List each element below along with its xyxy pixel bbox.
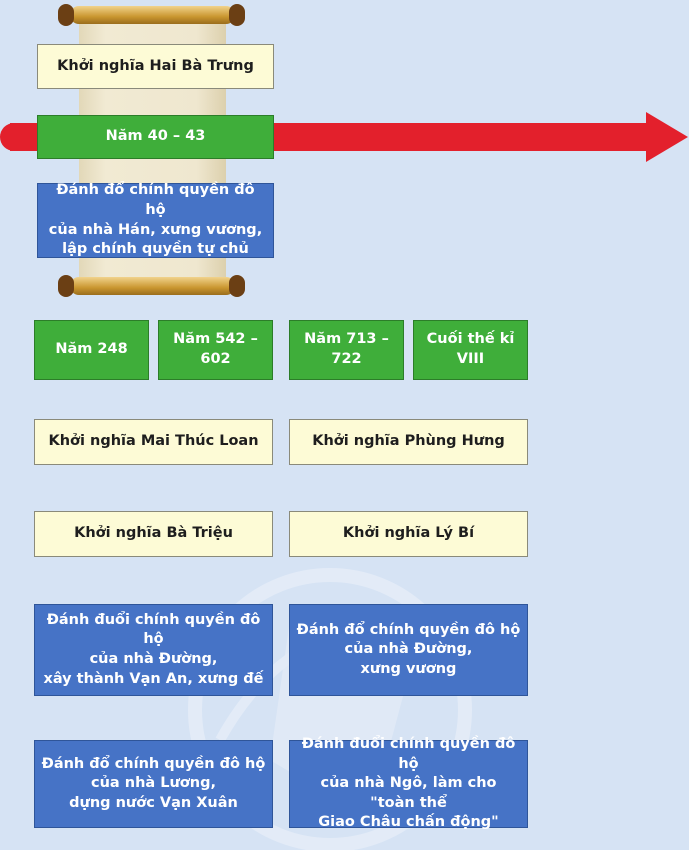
result-box-1[interactable]: Đánh đuổi chính quyền đô hộ của nhà Đườn…	[34, 604, 273, 696]
scroll-top-knob-left	[58, 4, 74, 26]
timeline-event-box: Khởi nghĩa Hai Bà Trưng	[37, 44, 274, 89]
result-box-4[interactable]: Đánh đuổi chính quyền đô hộ của nhà Ngô,…	[289, 740, 528, 828]
year-box-248[interactable]: Năm 248	[34, 320, 149, 380]
scroll-bottom-rod	[70, 277, 235, 295]
result-box-2[interactable]: Đánh đổ chính quyền đô hộ của nhà Đường,…	[289, 604, 528, 696]
timeline-result-box: Đánh đổ chính quyền đô hộ của nhà Hán, x…	[37, 183, 274, 258]
event-box-mai-thuc-loan[interactable]: Khởi nghĩa Mai Thúc Loan	[34, 419, 273, 465]
timeline-year-box: Năm 40 – 43	[37, 115, 274, 159]
scroll-bottom-knob-right	[229, 275, 245, 297]
year-box-713-722[interactable]: Năm 713 – 722	[289, 320, 404, 380]
scroll-bottom-knob-left	[58, 275, 74, 297]
scroll-top-rod	[70, 6, 235, 24]
year-box-late-8th-century[interactable]: Cuối thế kỉ VIII	[413, 320, 528, 380]
event-box-ly-bi[interactable]: Khởi nghĩa Lý Bí	[289, 511, 528, 557]
result-box-3[interactable]: Đánh đổ chính quyền đô hộ của nhà Lương,…	[34, 740, 273, 828]
event-box-ba-trieu[interactable]: Khởi nghĩa Bà Triệu	[34, 511, 273, 557]
scroll-top-knob-right	[229, 4, 245, 26]
year-box-542-602[interactable]: Năm 542 – 602	[158, 320, 273, 380]
timeline-arrow-head	[646, 112, 688, 162]
event-box-phung-hung[interactable]: Khởi nghĩa Phùng Hưng	[289, 419, 528, 465]
